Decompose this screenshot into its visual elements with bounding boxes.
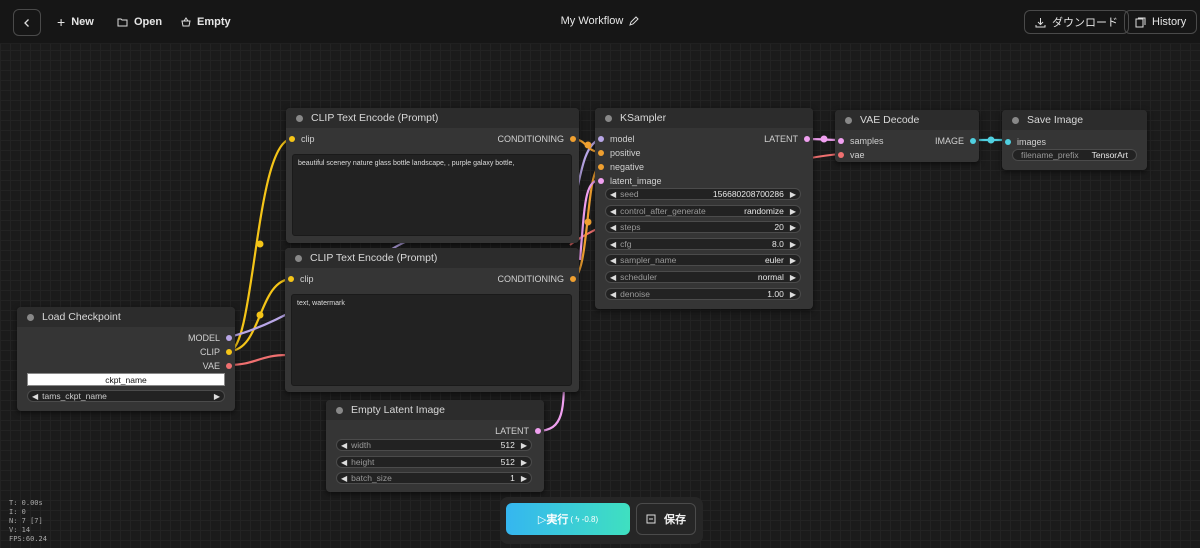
- input-clip[interactable]: clip: [288, 274, 314, 284]
- clip-text-encode-negative-node[interactable]: CLIP Text Encode (Prompt) clip CONDITION…: [285, 248, 579, 392]
- node-header[interactable]: VAE Decode: [835, 110, 979, 130]
- wire-clip-to-clip1: [228, 137, 293, 353]
- node-header[interactable]: CLIP Text Encode (Prompt): [286, 108, 579, 128]
- node-header[interactable]: KSampler: [595, 108, 813, 128]
- decrement-arrow-icon: ◀: [341, 457, 348, 467]
- input-negative[interactable]: negative: [598, 162, 644, 172]
- decrement-arrow-icon: ◀: [610, 289, 617, 299]
- increment-arrow-icon: ▶: [789, 289, 796, 299]
- increment-arrow-icon: ▶: [789, 239, 796, 249]
- ksampler-node[interactable]: KSampler model LATENT positive negative …: [595, 108, 813, 309]
- load-checkpoint-node[interactable]: Load Checkpoint MODEL CLIP VAE ckpt_name…: [17, 307, 235, 411]
- input-images[interactable]: images: [1005, 137, 1046, 147]
- empty-button[interactable]: Empty: [181, 12, 231, 32]
- output-conditioning[interactable]: CONDITIONING: [498, 134, 576, 144]
- increment-arrow-icon: ▶: [789, 189, 796, 199]
- history-button[interactable]: History: [1124, 10, 1198, 34]
- input-vae[interactable]: vae: [838, 150, 865, 160]
- open-button[interactable]: Open: [117, 12, 162, 32]
- save-icon: [646, 514, 656, 524]
- node-header[interactable]: Load Checkpoint: [17, 307, 235, 327]
- output-image[interactable]: IMAGE: [935, 136, 976, 146]
- pencil-icon[interactable]: [629, 16, 640, 26]
- basket-icon: [181, 17, 191, 27]
- save-button[interactable]: 保存: [636, 503, 696, 535]
- node-header[interactable]: Empty Latent Image: [326, 400, 544, 420]
- prompt-textarea[interactable]: text, watermark: [291, 294, 572, 386]
- decrement-arrow-icon: ◀: [610, 239, 617, 249]
- clip-text-encode-positive-node[interactable]: CLIP Text Encode (Prompt) clip CONDITION…: [286, 108, 579, 243]
- output-conditioning[interactable]: CONDITIONING: [498, 274, 576, 284]
- wire-vae: [228, 353, 288, 367]
- collapse-dot-icon[interactable]: [296, 114, 303, 122]
- increment-arrow-icon: ▶: [520, 473, 527, 483]
- output-model[interactable]: MODEL: [188, 333, 232, 343]
- collapse-dot-icon[interactable]: [336, 406, 343, 414]
- input-samples[interactable]: samples: [838, 136, 884, 146]
- decrement-arrow-icon: ◀: [610, 206, 617, 216]
- increment-arrow-icon: ▶: [789, 255, 796, 265]
- decrement-arrow-icon: ◀: [32, 391, 39, 401]
- input-model[interactable]: model: [598, 134, 635, 144]
- output-latent[interactable]: LATENT: [764, 134, 810, 144]
- folder-icon: [117, 18, 128, 27]
- collapse-dot-icon[interactable]: [295, 254, 302, 262]
- output-clip[interactable]: CLIP: [200, 347, 232, 357]
- plus-icon: +: [57, 14, 66, 30]
- increment-arrow-icon: ▶: [213, 391, 220, 401]
- input-clip[interactable]: clip: [289, 134, 315, 144]
- decrement-arrow-icon: ◀: [610, 272, 617, 282]
- download-button[interactable]: ダウンロード: [1024, 10, 1129, 34]
- output-vae[interactable]: VAE: [203, 361, 232, 371]
- history-icon: [1135, 17, 1146, 27]
- node-header[interactable]: CLIP Text Encode (Prompt): [285, 248, 579, 268]
- back-button[interactable]: [13, 9, 41, 36]
- render-stats: T: 0.00s I: 0 N: 7 [7] V: 14 FPS:60.24: [9, 499, 47, 543]
- increment-arrow-icon: ▶: [789, 222, 796, 232]
- increment-arrow-icon: ▶: [520, 457, 527, 467]
- input-positive[interactable]: positive: [598, 148, 641, 158]
- new-button[interactable]: + New: [57, 14, 94, 30]
- input-latent-image[interactable]: latent_image: [598, 176, 662, 186]
- download-icon: [1035, 17, 1046, 27]
- node-header[interactable]: Save Image: [1002, 110, 1147, 130]
- decrement-arrow-icon: ◀: [341, 473, 348, 483]
- prompt-textarea[interactable]: beautiful scenery nature glass bottle la…: [292, 154, 572, 236]
- collapse-dot-icon[interactable]: [27, 313, 34, 321]
- ckpt-name-widget[interactable]: ◀tams_ckpt_name▶: [27, 390, 225, 402]
- decrement-arrow-icon: ◀: [610, 189, 617, 199]
- run-toolbar: ▷実行 ( ϟ -0.8) 保存: [500, 497, 703, 544]
- collapse-dot-icon[interactable]: [1012, 116, 1019, 124]
- chevron-left-icon: [24, 18, 29, 27]
- increment-arrow-icon: ▶: [520, 440, 527, 450]
- output-latent[interactable]: LATENT: [495, 426, 541, 436]
- ckpt-name-label: ckpt_name: [27, 373, 225, 386]
- run-button[interactable]: ▷実行 ( ϟ -0.8): [506, 503, 630, 535]
- decrement-arrow-icon: ◀: [610, 255, 617, 265]
- increment-arrow-icon: ▶: [789, 206, 796, 216]
- increment-arrow-icon: ▶: [789, 272, 796, 282]
- vae-decode-node[interactable]: VAE Decode samples IMAGE vae: [835, 110, 979, 162]
- top-bar: + New Open Empty My Workflow ダウンロード Hist…: [0, 0, 1200, 44]
- collapse-dot-icon[interactable]: [605, 114, 612, 122]
- decrement-arrow-icon: ◀: [341, 440, 348, 450]
- workflow-title[interactable]: My Workflow: [0, 15, 1200, 27]
- collapse-dot-icon[interactable]: [845, 116, 852, 124]
- decrement-arrow-icon: ◀: [610, 222, 617, 232]
